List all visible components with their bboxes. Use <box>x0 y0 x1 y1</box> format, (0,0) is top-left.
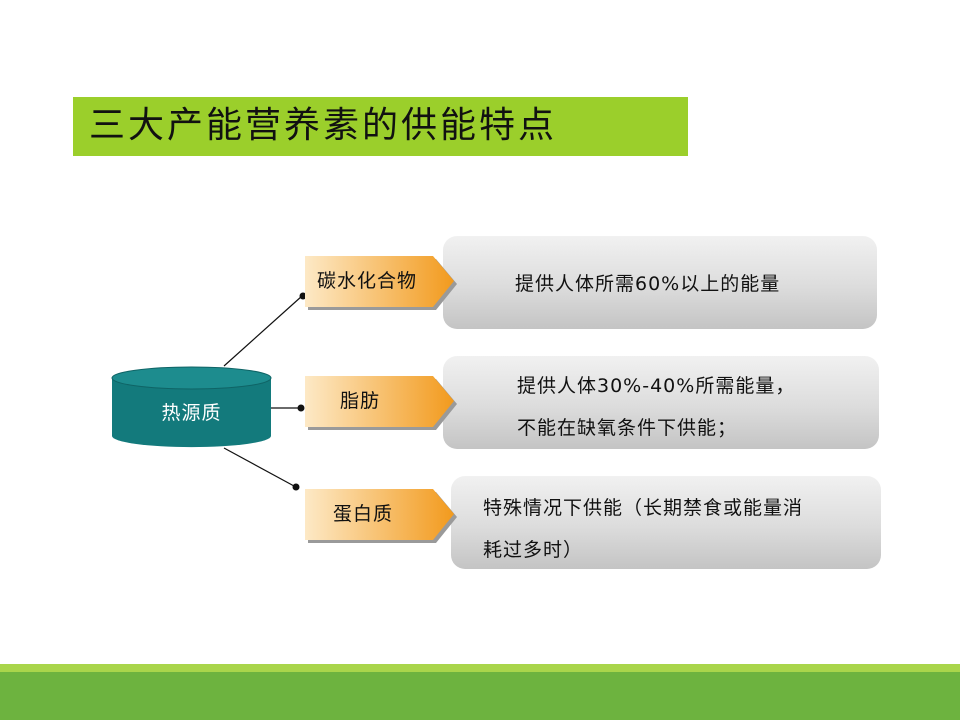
heat-source-cylinder <box>111 366 272 448</box>
tag-protein-label: 蛋白质 <box>333 503 394 525</box>
protein-description-line-1: 特殊情况下供能（长期禁食或能量消 <box>483 497 804 519</box>
protein-description-box: 特殊情况下供能（长期禁食或能量消 耗过多时） <box>451 476 881 569</box>
connector-dot-carbohydrate <box>299 292 307 300</box>
tag-fat-label: 脂肪 <box>340 390 381 412</box>
protein-description-line-2: 耗过多时） <box>483 539 584 561</box>
tag-arrow-protein <box>305 489 457 543</box>
connector-carbohydrate <box>223 295 303 367</box>
fat-description-box: 提供人体30%-40%所需能量， 不能在缺氧条件下供能； <box>443 356 879 449</box>
tag-arrow-fat <box>305 376 457 430</box>
connector-dot-fat <box>297 404 305 412</box>
tag-carbohydrate: 碳水化合物 <box>305 256 465 310</box>
connector-protein <box>223 447 295 487</box>
carbohydrate-description-box: 提供人体所需60%以上的能量 <box>443 236 877 329</box>
tag-carbohydrate-label: 碳水化合物 <box>317 270 418 292</box>
carbohydrate-description-line-1: 提供人体所需60%以上的能量 <box>515 273 781 295</box>
fat-description-line-1: 提供人体30%-40%所需能量， <box>517 375 796 397</box>
fat-description-line-2: 不能在缺氧条件下供能； <box>517 417 738 439</box>
footer-stripe-light <box>0 664 960 672</box>
slide-title: 三大产能营养素的供能特点 <box>89 105 558 146</box>
title-banner: 三大产能营养素的供能特点 <box>73 97 688 156</box>
tag-protein: 蛋白质 <box>305 489 465 543</box>
footer-band <box>0 672 960 720</box>
heat-source-label: 热源质 <box>161 402 222 424</box>
connector-dot-protein <box>292 483 300 491</box>
tag-arrow-carbohydrate <box>305 256 457 310</box>
tag-fat: 脂肪 <box>305 376 465 430</box>
